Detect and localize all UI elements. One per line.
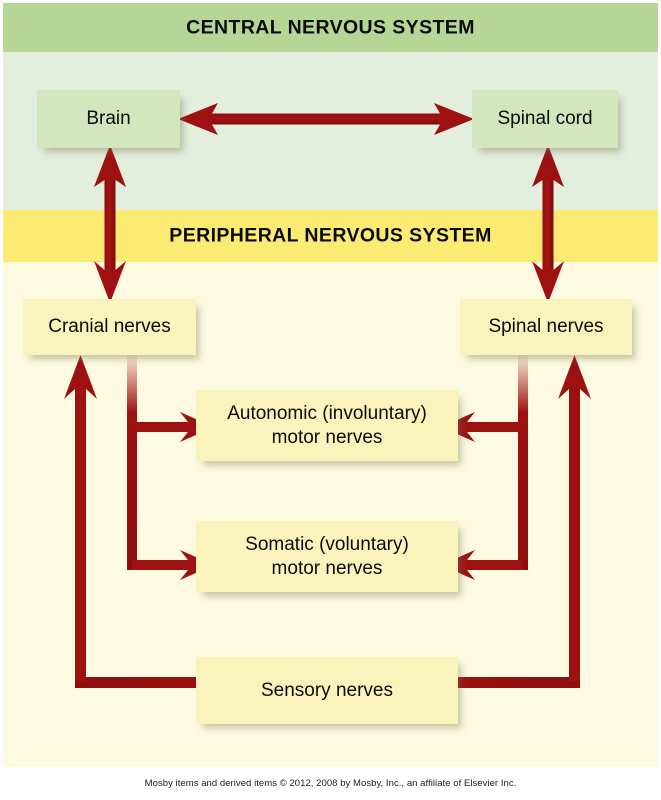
node-cranial-nerves-label: Cranial nerves bbox=[48, 316, 171, 338]
node-spinal-cord-label: Spinal cord bbox=[497, 108, 593, 130]
node-brain[interactable]: Brain bbox=[37, 90, 180, 148]
node-spinal-nerves[interactable]: Spinal nerves bbox=[460, 299, 632, 355]
node-autonomic-line2: motor nerves bbox=[271, 426, 383, 448]
connector-spinal-nerves-to-motor-nerves bbox=[427, 352, 537, 582]
node-spinal-nerves-label: Spinal nerves bbox=[488, 316, 604, 338]
node-cranial-nerves[interactable]: Cranial nerves bbox=[23, 299, 196, 355]
node-brain-label: Brain bbox=[86, 108, 131, 130]
cns-header-band: CENTRAL NERVOUS SYSTEM bbox=[3, 3, 658, 52]
connector-brain-to-cranial-nerves bbox=[89, 145, 131, 303]
node-sensory-nerves-label: Sensory nerves bbox=[260, 679, 393, 701]
node-autonomic-motor-nerves[interactable]: Autonomic (involuntary) motor nerves bbox=[196, 390, 458, 461]
cns-band-title: CENTRAL NERVOUS SYSTEM bbox=[186, 15, 475, 38]
node-autonomic-line1: Autonomic (involuntary) bbox=[227, 403, 427, 425]
figure-footer: Mosby items and derived items © 2012, 20… bbox=[0, 767, 661, 800]
connector-sensory-to-spinal-nerves bbox=[373, 355, 593, 695]
connector-spinal-cord-to-spinal-nerves bbox=[527, 145, 569, 303]
connector-sensory-to-cranial-nerves bbox=[62, 355, 282, 695]
node-autonomic-motor-nerves-label: Autonomic (involuntary) motor nerves bbox=[227, 402, 427, 448]
pns-band-title: PERIPHERAL NERVOUS SYSTEM bbox=[169, 224, 492, 247]
node-somatic-motor-nerves-label: Somatic (voluntary) motor nerves bbox=[245, 533, 409, 579]
node-somatic-line1: Somatic (voluntary) bbox=[245, 534, 409, 556]
copyright-text: Mosby items and derived items © 2012, 20… bbox=[144, 778, 517, 789]
node-spinal-cord[interactable]: Spinal cord bbox=[472, 90, 618, 148]
node-somatic-motor-nerves[interactable]: Somatic (voluntary) motor nerves bbox=[196, 521, 458, 592]
node-somatic-line2: motor nerves bbox=[271, 557, 383, 579]
connector-brain-to-spinal-cord bbox=[178, 99, 474, 139]
node-sensory-nerves[interactable]: Sensory nerves bbox=[196, 657, 458, 724]
